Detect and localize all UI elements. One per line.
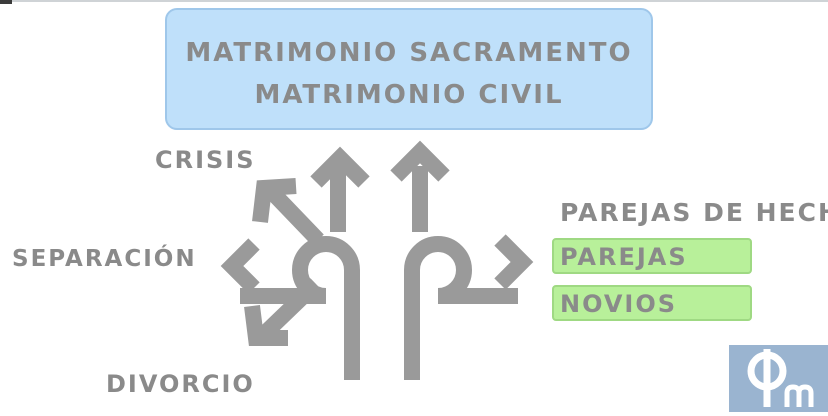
- title-line-1: MATRIMONIO SACRAMENTO: [185, 38, 633, 68]
- pm-logo-icon: [729, 345, 828, 412]
- arrowhead-down-left: [244, 305, 288, 346]
- label-separacion: SEPARACIÓN: [12, 246, 197, 272]
- arrowhead-left: [220, 238, 260, 294]
- label-parejas-de-hecho: PAREJAS DE HECHO: [560, 198, 828, 227]
- left-loop-path: [240, 168, 360, 380]
- box-parejas-label: PAREJAS: [560, 243, 688, 271]
- title-line-2: MATRIMONIO CIVIL: [254, 80, 564, 110]
- corner-mark: [0, 0, 12, 4]
- box-novios: NOVIOS: [552, 285, 752, 321]
- top-border: [0, 0, 828, 2]
- label-crisis: CRISIS: [155, 146, 256, 174]
- right-loop-path: [404, 166, 518, 380]
- box-novios-label: NOVIOS: [560, 290, 678, 318]
- arrowhead-up-right: [390, 140, 450, 182]
- arrowhead-up-center: [310, 146, 370, 188]
- arrowhead-up-left: [252, 178, 297, 223]
- arrowhead-right: [494, 234, 534, 290]
- label-divorcio: DIVORCIO: [106, 370, 255, 398]
- box-parejas: PAREJAS: [552, 238, 752, 274]
- title-box: MATRIMONIO SACRAMENTO MATRIMONIO CIVIL: [165, 8, 653, 130]
